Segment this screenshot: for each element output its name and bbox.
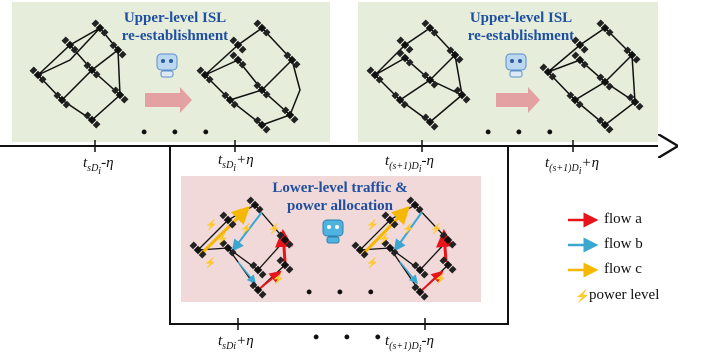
power-level-marks: ⚡⚡⚡ ⚡⚡⚡ ⚡⚡⚡ ⚡⚡⚡ <box>204 218 446 285</box>
tick-label: t(s+1)Di-η <box>385 153 434 175</box>
title-line: Upper-level ISL <box>123 10 227 26</box>
title-line: Upper-level ISL <box>469 10 573 26</box>
tick-base: t <box>385 153 390 169</box>
upper-panel-title-left: Upper-level ISL re-establishment <box>100 9 250 45</box>
title-line: Lower-level traffic & <box>272 180 408 196</box>
legend-flow-c: flow c <box>604 261 642 277</box>
process-arrow-right <box>496 87 540 113</box>
ellipsis-lower-mid: • • • <box>306 282 384 302</box>
svg-text:⚡: ⚡ <box>240 222 252 235</box>
svg-text:⚡: ⚡ <box>434 272 446 285</box>
upper-panel-right <box>358 2 658 142</box>
svg-text:⚡: ⚡ <box>268 222 280 235</box>
svg-text:⚡: ⚡ <box>378 232 390 245</box>
tick-suffix: +η <box>236 333 254 349</box>
tick-subsub: i <box>578 166 582 177</box>
svg-text:⚡: ⚡ <box>366 218 378 231</box>
tick-label: t(s+1)Di-η <box>385 333 434 355</box>
robot-icon <box>156 53 178 78</box>
tick-label: tsDi-η <box>83 155 114 177</box>
tick-suffix: -η <box>421 153 434 169</box>
tick-subsub: i <box>418 344 422 355</box>
svg-text:⚡: ⚡ <box>272 272 284 285</box>
tick-base: t <box>385 333 390 349</box>
ellipsis-top-right: • • • <box>485 122 563 142</box>
ellipsis-top-left: • • • <box>141 122 219 142</box>
tick-label: tsDi+η <box>218 333 254 352</box>
tick-suffix: +η <box>581 155 600 171</box>
ellipsis-bottom: • • • <box>313 327 391 347</box>
legend-power-level: power level <box>589 287 660 303</box>
svg-text:⚡: ⚡ <box>216 232 228 245</box>
svg-text:⚡: ⚡ <box>366 256 378 269</box>
tick-sub: (s+1)D <box>389 341 419 352</box>
svg-text:⚡: ⚡ <box>205 218 217 231</box>
title-line: re-establishment <box>121 28 229 44</box>
tick-sub: (s+1)D <box>549 163 579 174</box>
legend-flow-a: flow a <box>604 211 642 227</box>
bracket-lines <box>169 146 509 325</box>
svg-text:⚡: ⚡ <box>430 222 442 235</box>
title-line: power allocation <box>287 198 393 214</box>
traffic-constellation-left <box>189 196 294 299</box>
lower-panel-title: Lower-level traffic & power allocation <box>255 179 425 215</box>
legend-lightning-icon: ⚡ <box>575 289 590 303</box>
svg-text:⚡: ⚡ <box>402 222 414 235</box>
tick-base: t <box>218 333 223 349</box>
tick-base: t <box>83 155 88 171</box>
process-arrow-left <box>145 87 192 113</box>
timeline-bottom-ticks <box>237 318 426 330</box>
upper-panel-title-right: Upper-level ISL re-establishment <box>446 9 596 45</box>
robot-icon <box>505 53 527 78</box>
tick-sub: sD <box>87 163 99 174</box>
tick-base: t <box>545 155 550 171</box>
tick-subsub: i <box>98 166 102 177</box>
tick-suffix: -η <box>421 333 434 349</box>
tick-suffix: +η <box>236 152 254 168</box>
traffic-constellation-right <box>351 196 457 301</box>
title-line: re-establishment <box>467 28 575 44</box>
timeline-top-ticks <box>94 140 574 152</box>
tick-subsub: i <box>418 164 422 175</box>
svg-text:⚡: ⚡ <box>204 256 216 269</box>
tick-sub: (s+1)D <box>389 161 419 172</box>
tick-base: t <box>218 152 223 168</box>
tick-sub: sD <box>222 160 234 171</box>
robot-icon <box>322 219 344 244</box>
tick-label: tsDi+η <box>218 152 254 174</box>
legend-flow-b: flow b <box>604 236 643 252</box>
tick-subsub: i <box>233 163 237 174</box>
tick-sub: sDi <box>222 341 237 352</box>
tick-suffix: -η <box>101 155 114 171</box>
tick-label: t(s+1)Di+η <box>545 155 599 177</box>
